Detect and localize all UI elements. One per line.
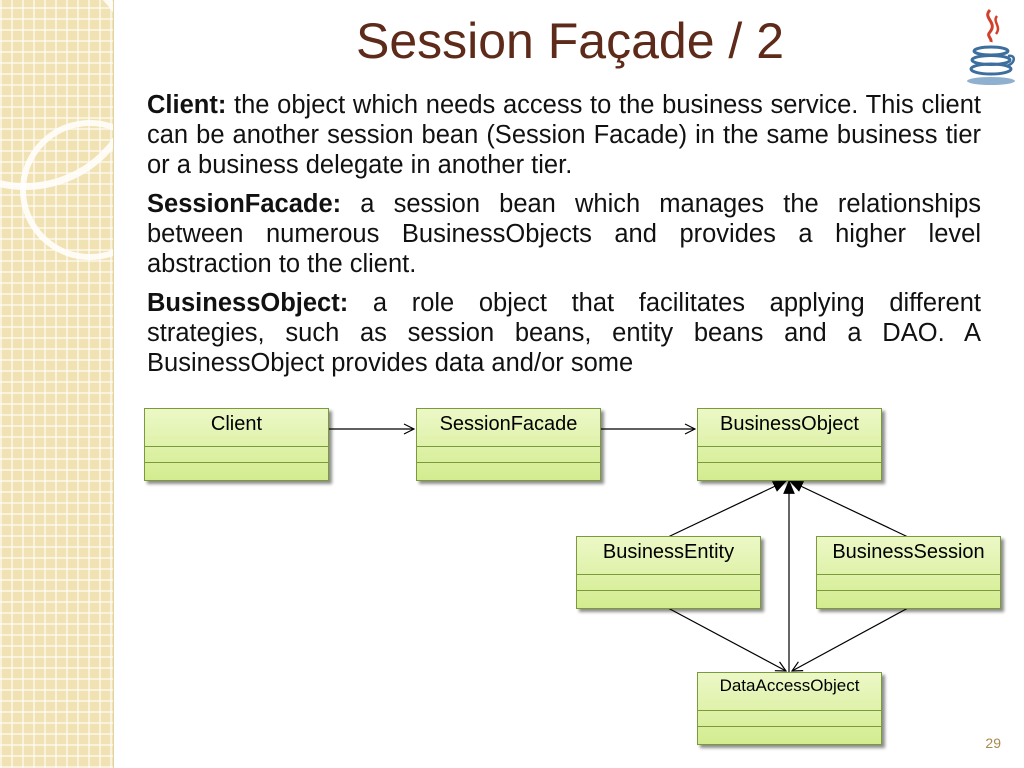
class-operations <box>817 590 1000 608</box>
edge-business-session-to-data-access-object <box>792 607 909 671</box>
class-name: BusinessEntity <box>602 541 735 563</box>
class-attributes <box>145 446 328 462</box>
class-data-access-object[interactable]: DataAccessObject <box>697 672 882 745</box>
class-attributes <box>577 574 760 590</box>
class-name: Client <box>210 413 263 435</box>
class-name: BusinessSession <box>832 541 985 563</box>
slide-title: Session Façade / 2 <box>355 13 785 69</box>
edge-business-session-to-business-object <box>788 480 909 538</box>
definition-business-object: a role object that facilitates applying … <box>147 289 981 377</box>
class-business-object[interactable]: BusinessObject <box>697 408 882 481</box>
class-operations <box>698 726 881 744</box>
class-client[interactable]: Client <box>144 408 329 481</box>
class-attributes <box>698 446 881 462</box>
paragraph-session-facade: SessionFacade: a session bean which mana… <box>147 189 981 279</box>
edge-business-entity-to-business-object <box>667 480 788 538</box>
class-operations <box>417 462 600 480</box>
definition-client: the object which needs access to the bus… <box>147 91 981 179</box>
term-client: Client: <box>147 91 227 119</box>
class-attributes <box>698 710 881 726</box>
class-business-session[interactable]: BusinessSession <box>816 536 1001 609</box>
decorative-sidebar <box>0 0 114 768</box>
class-attributes <box>417 446 600 462</box>
class-attributes <box>817 574 1000 590</box>
class-operations <box>145 462 328 480</box>
term-session-facade: SessionFacade: <box>147 190 342 218</box>
class-name: SessionFacade <box>439 413 578 435</box>
paragraph-client: Client: the object which needs access to… <box>147 90 981 180</box>
class-session-facade[interactable]: SessionFacade <box>416 408 601 481</box>
class-business-entity[interactable]: BusinessEntity <box>576 536 761 609</box>
class-operations <box>577 590 760 608</box>
page-number: 29 <box>985 735 1001 751</box>
edge-business-entity-to-data-access-object <box>667 607 786 671</box>
class-name: BusinessObject <box>720 413 859 435</box>
class-name: DataAccessObject <box>719 676 860 695</box>
java-coffee-cup-icon <box>967 8 1015 85</box>
class-operations <box>698 462 881 480</box>
definition-session-facade: a session bean which manages the relatio… <box>147 190 981 278</box>
slide-body: Client: the object which needs access to… <box>147 90 981 410</box>
term-business-object: BusinessObject: <box>147 289 349 317</box>
paragraph-business-object: BusinessObject: a role object that facil… <box>147 288 981 378</box>
